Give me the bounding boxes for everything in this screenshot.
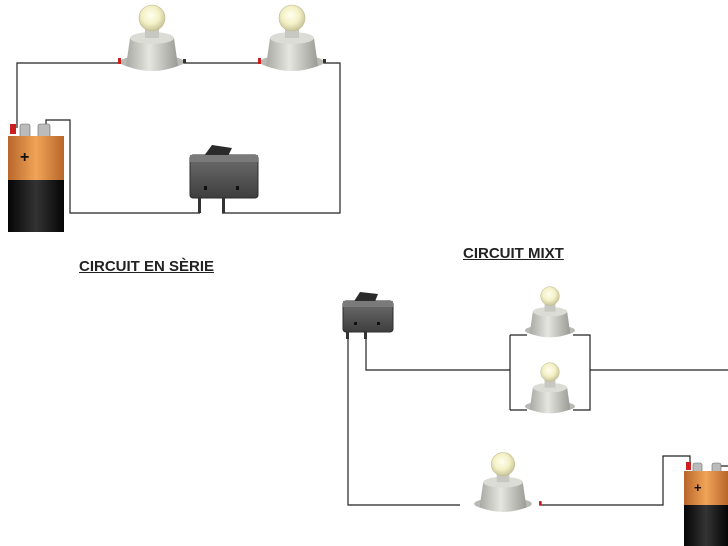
terminal-red: [686, 462, 691, 470]
wire-bulb2-to-switch: [222, 62, 341, 214]
switch-top-edge: [190, 155, 258, 162]
bulb-mixed-series: [474, 452, 542, 512]
bulb-parallel-top: [525, 286, 575, 338]
bulb-neck: [544, 302, 556, 312]
bulb-glass: [491, 452, 515, 477]
battery-plus-label: +: [694, 480, 702, 495]
switch-hole: [204, 186, 207, 190]
socket-body: [529, 387, 571, 414]
battery-series: +: [8, 123, 64, 232]
terminal-red: [10, 124, 16, 134]
switch-pin: [198, 198, 201, 213]
socket-rim: [483, 476, 523, 488]
switch-pin: [222, 198, 225, 213]
bulb-neck: [544, 378, 556, 388]
socket-rim: [532, 306, 568, 317]
mixed-circuit-title: CIRCUIT MIXT: [463, 245, 564, 262]
bulb-glass: [540, 362, 560, 382]
terminal-red: [258, 58, 261, 64]
bulb-glass: [540, 286, 560, 306]
wire-battery-to-bulb1: [16, 62, 122, 128]
mixed-wires: [347, 334, 728, 506]
bulb-glass: [138, 4, 166, 32]
switch-pin: [364, 332, 367, 339]
terminal-red: [539, 501, 542, 506]
wire-bottom-bulb-to-battery: [540, 455, 691, 506]
socket-body: [126, 38, 178, 71]
battery-top: [684, 471, 728, 505]
battery-body: [684, 505, 728, 546]
switch-hole: [236, 186, 239, 190]
terminal-black: [183, 59, 186, 63]
wire-switch-to-battery: [45, 119, 200, 214]
wire-switch-to-parallel: [365, 338, 510, 371]
socket-body: [529, 311, 571, 338]
switch-hole: [377, 322, 380, 325]
battery-terminal-2: [37, 123, 51, 139]
series-circuit-title: CIRCUIT EN SÈRIE: [79, 258, 215, 275]
bulb-parallel-bottom: [525, 362, 575, 414]
socket-rim: [532, 382, 568, 393]
battery-body: [8, 180, 64, 232]
bulb-series-1: [118, 4, 186, 71]
wire-switch-to-bottom-bulb: [347, 338, 460, 506]
bulb-series-2: [258, 4, 326, 71]
switch-series: [189, 145, 259, 213]
battery-terminal-1: [19, 123, 31, 139]
battery-plus-label: +: [20, 149, 29, 166]
battery-mixed: +: [684, 462, 728, 546]
switch-mixed: [342, 292, 394, 339]
series-wires: [16, 62, 341, 214]
terminal-black: [323, 59, 326, 63]
terminal-red: [118, 58, 121, 64]
switch-top-edge: [343, 301, 393, 307]
switch-pin: [346, 332, 349, 339]
bulb-neck: [496, 471, 510, 483]
socket-body: [266, 38, 318, 71]
switch-hole: [354, 322, 357, 325]
bulb-glass: [278, 4, 306, 32]
socket-body: [479, 482, 527, 512]
wire-parallel-right: [573, 334, 591, 411]
battery-top: [8, 136, 64, 180]
